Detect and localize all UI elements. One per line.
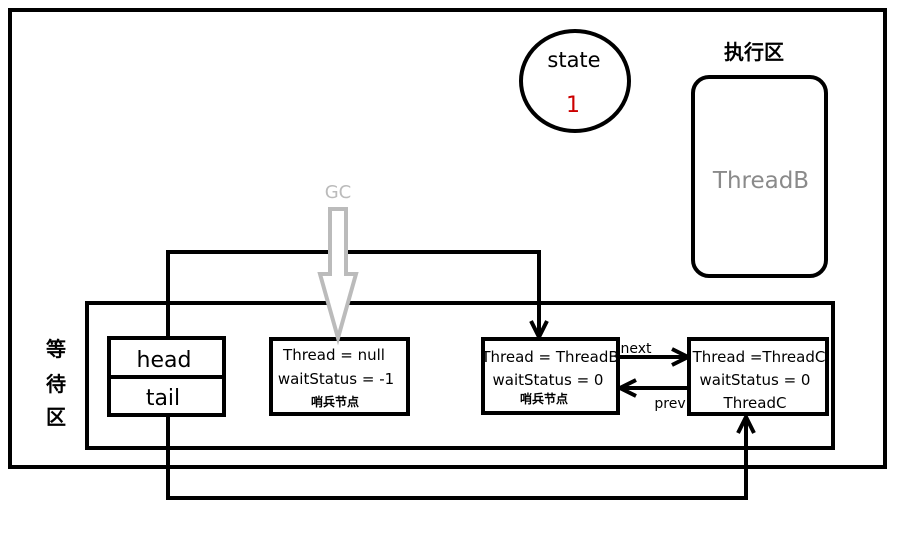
node-2-status: waitStatus = 0	[493, 371, 604, 389]
head-pointer-arrow	[166, 250, 539, 338]
gc-arrow	[317, 207, 359, 346]
exec-area-thread: ThreadB	[712, 168, 809, 194]
state-label: state	[547, 48, 600, 72]
state-value: 1	[566, 93, 580, 118]
wait-area-char-3: 区	[46, 405, 66, 429]
node-2-thread: Thread = ThreadB	[480, 348, 618, 366]
next-label: next	[620, 341, 652, 357]
node-3-owner: ThreadC	[723, 394, 787, 412]
wait-area-char-1: 等	[46, 337, 66, 361]
node-1-note: 哨兵节点	[311, 394, 359, 409]
node-2-box	[481, 337, 620, 415]
exec-area-label: 执行区	[724, 40, 784, 64]
node-2-note: 哨兵节点	[520, 391, 568, 406]
node-1-status: waitStatus = -1	[278, 370, 394, 388]
exec-area-box	[691, 75, 828, 278]
gc-label: GC	[325, 182, 352, 203]
head-label: head	[137, 348, 192, 373]
tail-label: tail	[146, 386, 180, 411]
prev-label: prev	[654, 396, 685, 412]
state-circle	[519, 29, 631, 133]
node-3-thread: Thread =ThreadC	[692, 348, 826, 366]
node-3-box	[687, 337, 829, 416]
wait-area-box	[85, 301, 835, 450]
node-3-status: waitStatus = 0	[700, 371, 811, 389]
outer-frame	[8, 8, 887, 469]
node-1-thread: Thread = null	[282, 346, 385, 364]
tail-pointer-arrow	[166, 415, 746, 500]
wait-area-char-2: 待	[46, 372, 66, 396]
